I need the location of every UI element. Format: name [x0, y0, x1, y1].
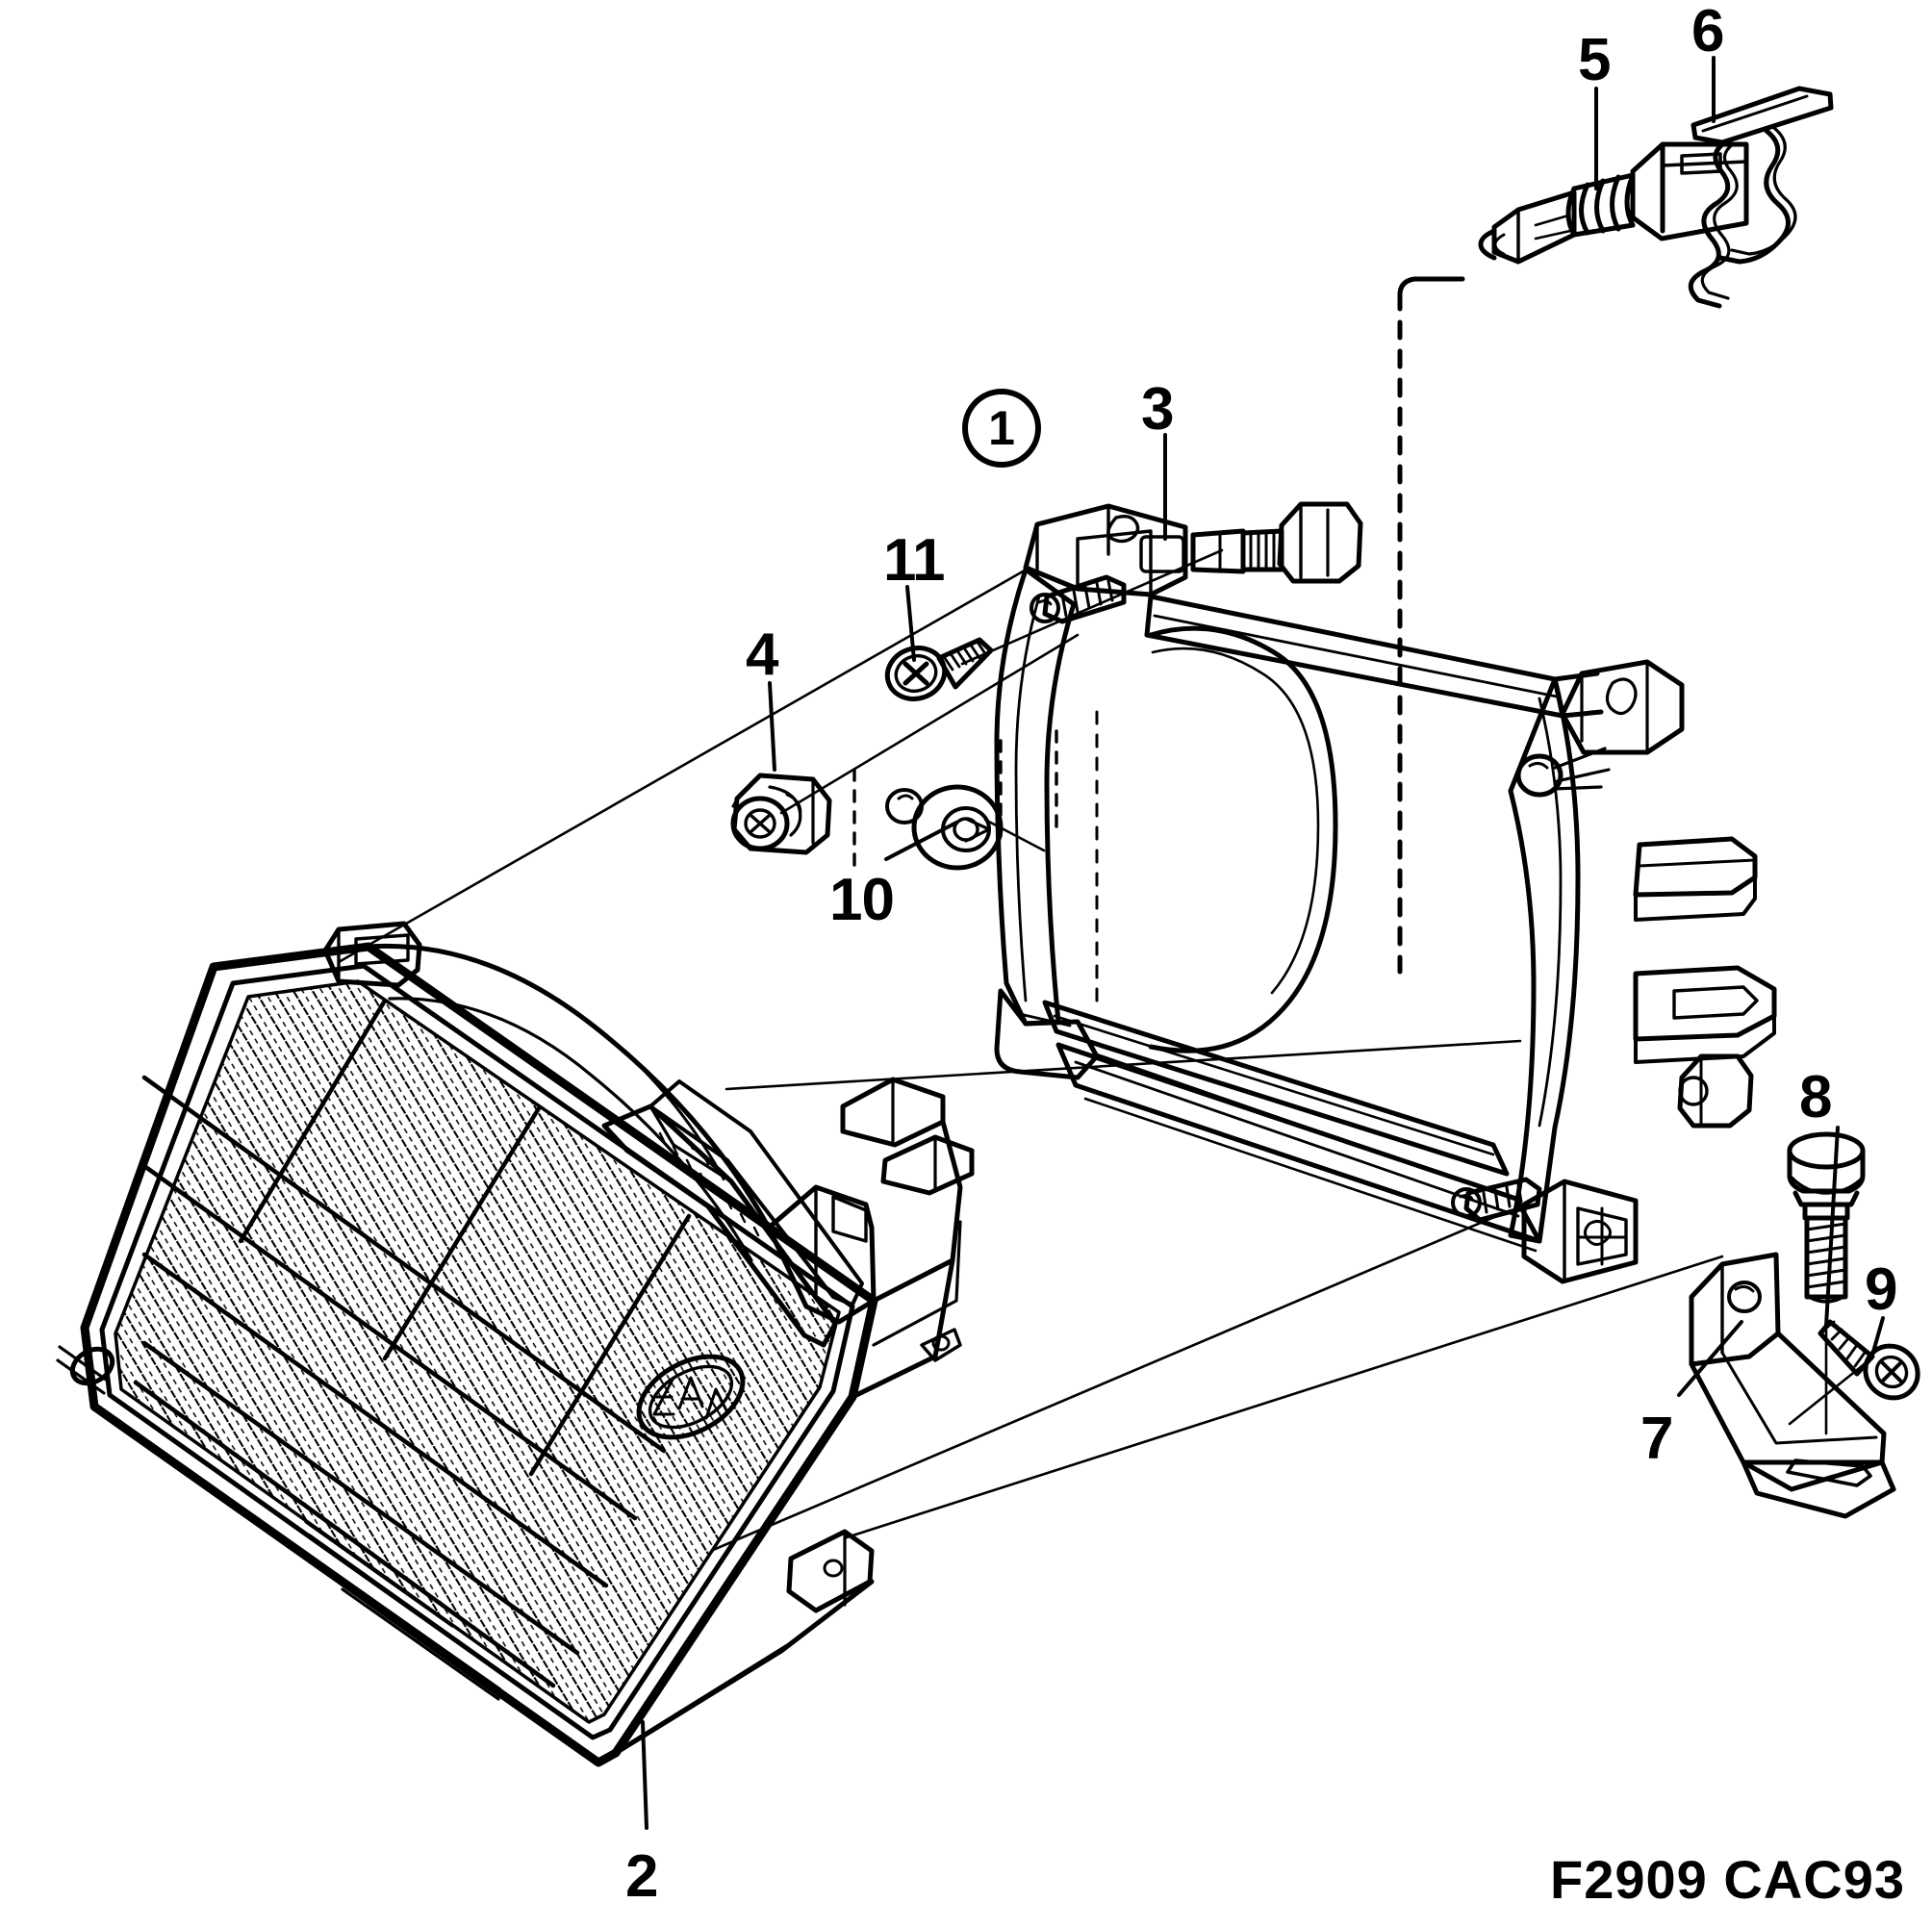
hex-flange-bolt-part8: [1787, 1131, 1866, 1304]
adjuster-socket-part4: [730, 773, 832, 855]
callout-10: 10: [829, 867, 895, 933]
callout-5: 5: [1578, 27, 1611, 93]
hidden-edge-dashes: [852, 729, 1058, 868]
leader-lines: [641, 56, 1885, 1830]
self-tapping-screw-part9: [1818, 1319, 1920, 1401]
bulb-mount-bracket: [601, 1079, 864, 1348]
callout-8: 8: [1799, 1064, 1832, 1130]
bulb-assembly-line-elbow: [1397, 276, 1465, 296]
callout-6: 6: [1691, 0, 1724, 64]
adjuster-knob-top: [1190, 501, 1363, 584]
callout-7: 7: [1640, 1406, 1673, 1472]
callout-9: 9: [1865, 1256, 1897, 1323]
callout-11: 11: [883, 527, 946, 594]
phillips-screw-part11: [884, 637, 994, 701]
carrier-frame-part3: [994, 501, 1777, 1284]
grommet-part10: [885, 784, 1004, 871]
callout-1: 1: [962, 389, 1041, 468]
callout-3: 3: [1141, 376, 1174, 443]
adjuster-stud-right: [1515, 747, 1611, 798]
callout-4: 4: [746, 622, 778, 688]
mounting-bracket-part7: [1689, 1252, 1896, 1519]
figure-code: F2909 CAC93: [1550, 1849, 1905, 1910]
bulb-retaining-clip-part6: [1688, 86, 1834, 309]
adjuster-screw-bottom: [1451, 1177, 1542, 1223]
callout-2: 2: [625, 1843, 658, 1910]
bulb-and-holder-part5: [1478, 141, 1749, 265]
headlamp-lens-unit-part2: [56, 921, 975, 1767]
hella-logo: [636, 1354, 746, 1440]
lens-embossed-text: [56, 1345, 502, 1701]
